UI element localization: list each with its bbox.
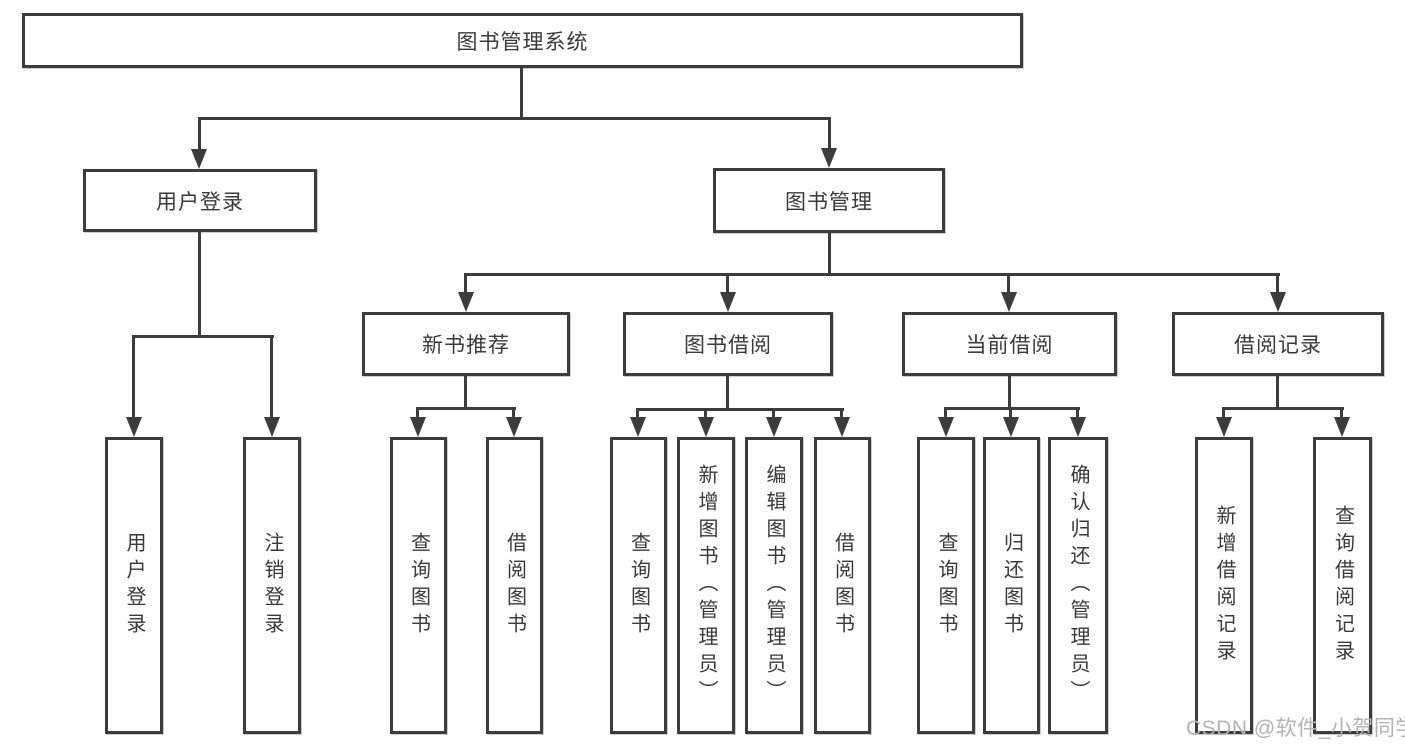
connector-shaft [1222,407,1225,417]
connector-management-stem [828,233,831,273]
connector-shaft [416,407,419,417]
leaf-borrow-books-recommend: 借阅图书 [486,437,543,734]
arrow-down-icon [410,417,426,437]
leaf-user-login: 用户登录 [105,437,163,734]
arrow-down-icon [698,417,714,437]
connector-shaft [512,407,515,417]
arrow-down-icon [191,149,207,169]
connector-section-stem [464,376,467,407]
leaf-query-books-recommend: 查询图书 [390,437,447,734]
connector-shaft [726,273,729,292]
leaf-label: 编辑图书（管理员） [763,464,785,707]
arrow-down-icon [1070,417,1086,437]
arrow-down-icon [126,417,142,437]
node-user-login: 用户登录 [83,169,317,232]
connector-shaft [1007,273,1010,292]
connector-section-stem [1276,376,1279,407]
leaf-logout: 注销登录 [243,437,301,734]
node-new-book-recommendation: 新书推荐 [362,312,570,376]
connector-section-hline [944,407,1080,410]
leaf-label: 查询图书 [407,531,430,640]
leaf-confirm-return-admin: 确认归还（管理员） [1048,437,1108,734]
node-root-library-system: 图书管理系统 [22,13,1023,68]
connector-section-hline [1222,407,1344,410]
connector-shaft [828,117,831,148]
leaf-query-books-borrowing: 查询图书 [610,437,667,734]
leaf-label: 注销登录 [261,531,283,640]
leaf-borrow-books-borrowing: 借阅图书 [814,437,871,734]
arrow-down-icon [766,417,782,437]
connector-login-stem [198,232,201,335]
leaf-edit-books-admin: 编辑图书（管理员） [745,437,803,734]
connector-shaft [840,408,843,417]
leaf-return-books: 归还图书 [983,437,1040,734]
leaf-label: 确认归还（管理员） [1067,464,1089,707]
node-current-borrowing: 当前借阅 [902,312,1117,376]
leaf-label: 新增借阅记录 [1213,504,1235,667]
connector-shaft [270,335,273,417]
arrow-down-icon [506,417,522,437]
arrow-down-icon [1003,417,1019,437]
connector-shaft [464,273,467,292]
connector-shaft [636,408,639,417]
connector-root-hline [198,117,831,120]
connector-shaft [1076,407,1079,417]
arrow-down-icon [821,148,837,168]
leaf-label: 查询图书 [627,531,650,640]
arrow-down-icon [834,417,850,437]
connector-shaft [772,408,775,417]
leaf-label: 用户登录 [123,531,145,640]
leaf-label: 查询图书 [935,531,957,640]
arrow-down-icon [630,417,646,437]
node-book-borrowing: 图书借阅 [623,312,833,376]
csdn-watermark: CSDN @软件_小贺同学 [1186,717,1405,740]
connector-section-stem [726,376,729,408]
connector-shaft [1340,407,1343,417]
leaf-label: 新增图书（管理员） [695,464,717,707]
node-book-management: 图书管理 [713,168,945,233]
arrow-down-icon [938,417,954,437]
connector-root-stem [520,68,523,117]
leaf-label: 借阅图书 [503,531,526,640]
arrow-down-icon [458,292,474,312]
arrow-down-icon [1334,417,1350,437]
connector-shaft [198,117,201,149]
arrow-down-icon [1216,417,1232,437]
connector-shaft [1009,407,1012,417]
connector-shaft [944,407,947,417]
leaf-label: 借阅图书 [831,531,854,640]
connector-management-hline [464,273,1280,276]
connector-section-stem [1008,376,1011,407]
arrow-down-icon [1001,292,1017,312]
connector-section-hline [416,407,516,410]
arrow-down-icon [720,292,736,312]
arrow-down-icon [264,417,280,437]
connector-shaft [704,408,707,417]
leaf-label: 归还图书 [1000,531,1023,640]
leaf-query-borrow-record: 查询借阅记录 [1313,437,1372,734]
connector-section-hline [636,408,844,411]
connector-shaft [132,335,135,417]
connector-shaft [1276,273,1279,292]
leaf-add-borrow-record: 新增借阅记录 [1195,437,1253,734]
arrow-down-icon [1270,292,1286,312]
leaf-label: 查询借阅记录 [1331,504,1354,667]
leaf-add-books-admin: 新增图书（管理员） [677,437,735,734]
connector-login-hline [132,335,274,338]
leaf-query-books-current: 查询图书 [917,437,975,734]
node-borrowing-records: 借阅记录 [1172,312,1384,376]
